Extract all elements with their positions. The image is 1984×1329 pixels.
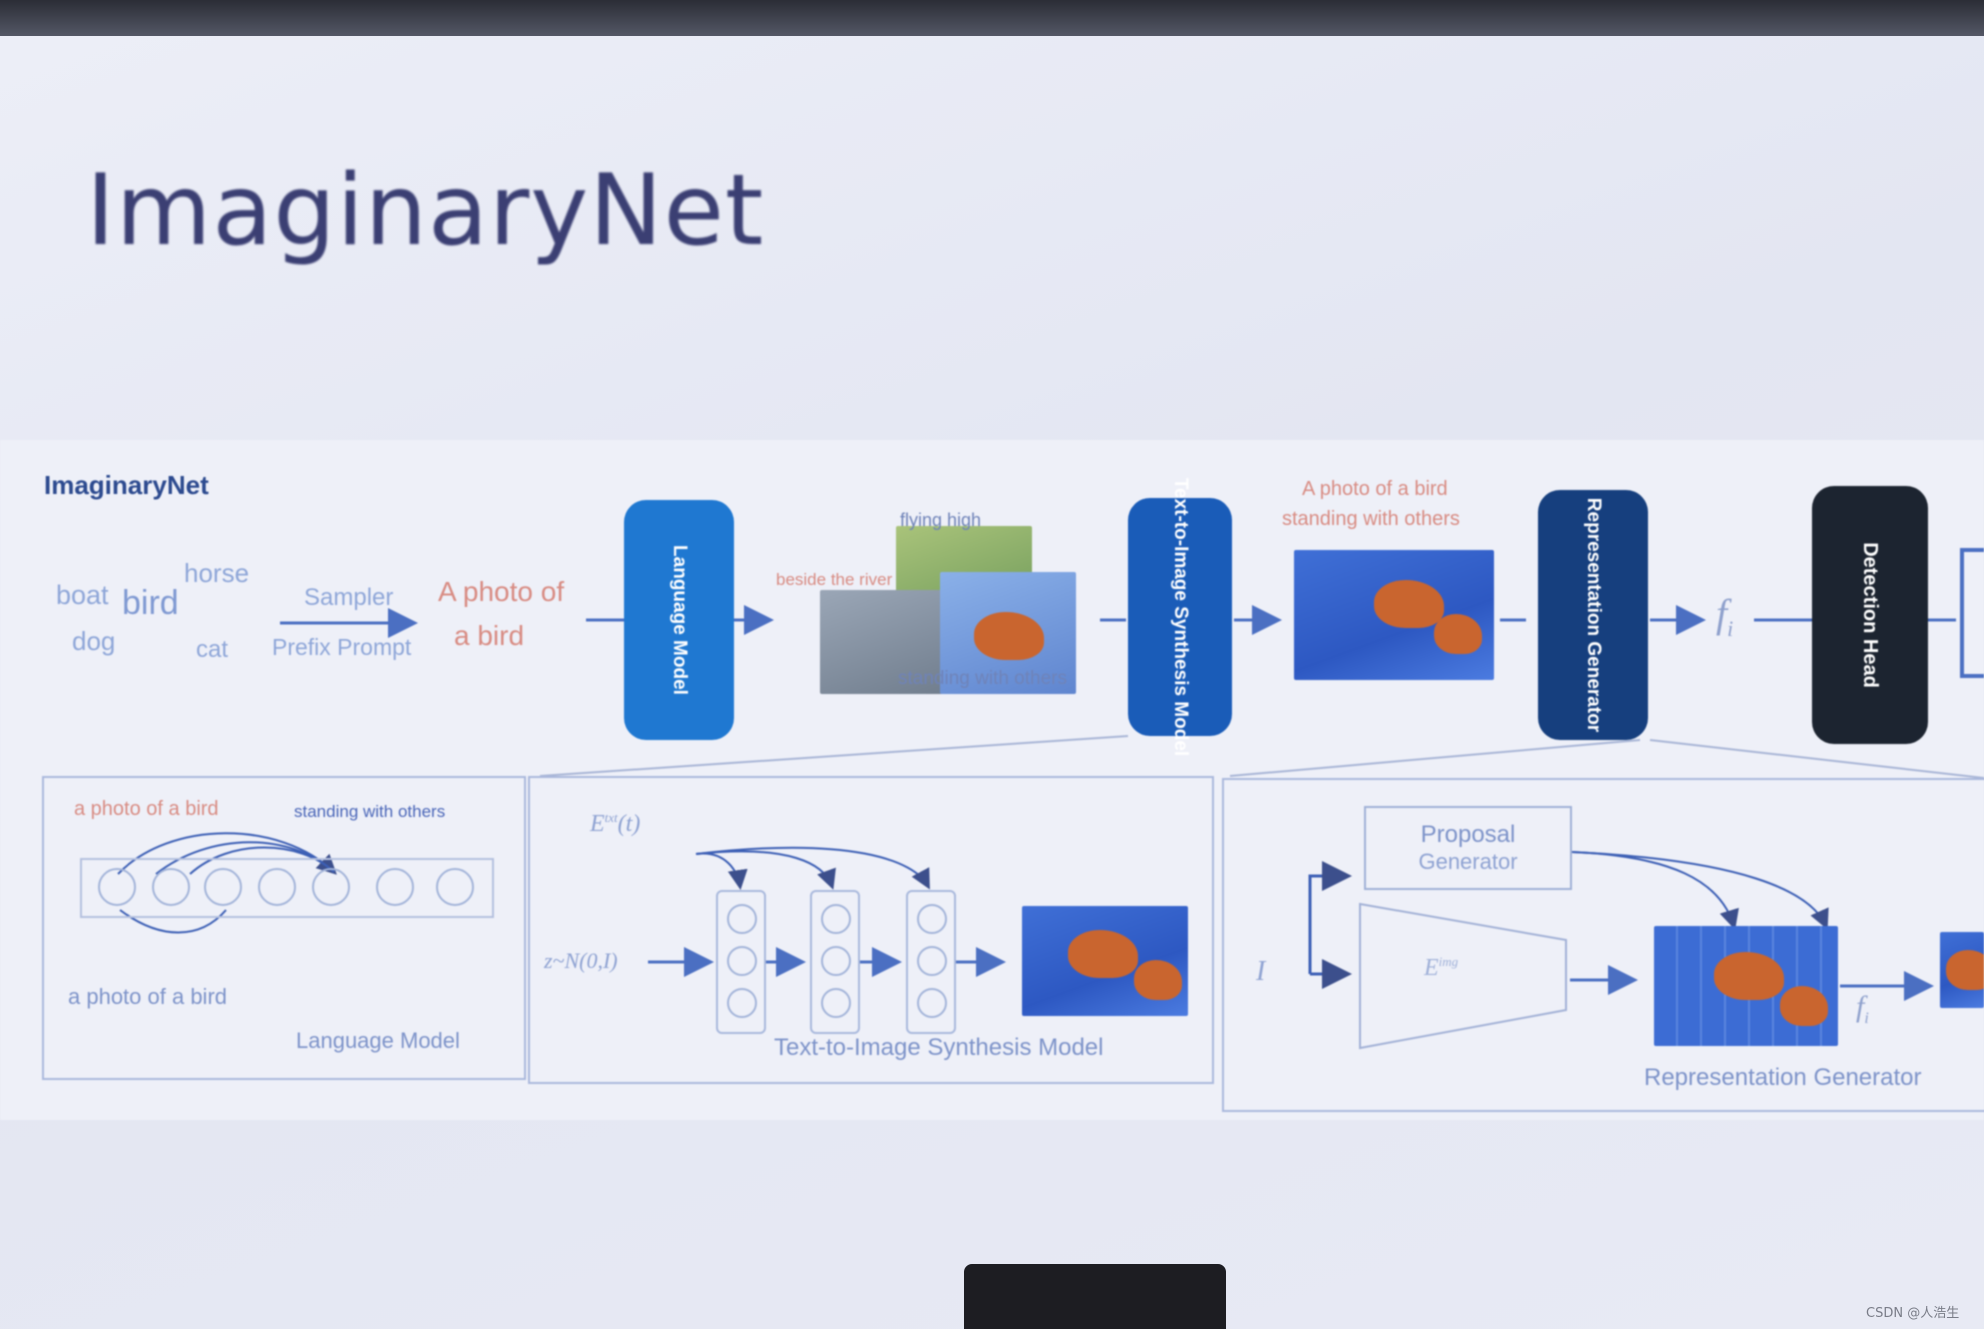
- generator-layer: [810, 890, 860, 1034]
- rep-caption: Representation Generator: [1644, 1064, 1922, 1091]
- figure-label: ImaginaryNet: [44, 470, 209, 500]
- bird-icon: [1068, 930, 1138, 978]
- synthesis-model-panel: Etxt(t) z~N(0,I) Text-to-Image Synthesis…: [528, 776, 1214, 1084]
- lm-bottom-text: a photo of a bird: [68, 984, 228, 1009]
- figure-connectors: [117, 548, 1984, 1050]
- synth-encoder-label: Etxt(t): [590, 810, 641, 837]
- word-cloud-bird: bird: [122, 584, 179, 622]
- word-cloud-dog: dog: [72, 626, 116, 656]
- bird-icon: [1714, 952, 1784, 1000]
- watermark: CSDN @人浩生: [1866, 1306, 1960, 1321]
- generated-bird-image: [1294, 550, 1494, 680]
- generated-caption-line2: standing with others: [1282, 508, 1460, 530]
- token-node: [152, 868, 190, 906]
- prompt-text-line2: a bird: [454, 620, 525, 651]
- projector-obstruction: [964, 1264, 1226, 1329]
- token-node: [376, 868, 414, 906]
- cropped-feature-image: [1940, 932, 1984, 1008]
- collage-image-front: [940, 572, 1076, 694]
- word-cloud-horse: horse: [184, 558, 250, 588]
- bird-icon: [974, 612, 1044, 660]
- synth-noise-label: z~N(0,I): [544, 948, 618, 973]
- language-model-box: Language Model: [624, 500, 734, 740]
- representation-generator-box: Representation Generator: [1538, 490, 1648, 740]
- collage-label-bottom: standing with others: [898, 668, 1067, 689]
- image-encoder-label: Eimg: [1424, 954, 1459, 981]
- proposal-line1: Proposal: [1420, 821, 1516, 848]
- architecture-figure: ImaginaryNet boat bird horse dog cat Sam…: [0, 440, 1984, 1120]
- token-node: [258, 868, 296, 906]
- bird-icon: [1374, 580, 1444, 628]
- proposal-grid-image: [1654, 926, 1838, 1046]
- generated-caption-line1: A photo of a bird: [1302, 478, 1448, 500]
- lm-caption: Language Model: [296, 1028, 460, 1053]
- bird-icon: [1434, 614, 1482, 654]
- language-model-panel: a photo of a bird standing with others a…: [42, 776, 526, 1080]
- collage-label-top: flying high: [900, 510, 982, 530]
- generator-layer: [716, 890, 766, 1034]
- token-sequence-box: [80, 858, 494, 918]
- lm-title-plain: a photo of a bird: [74, 798, 219, 820]
- token-node: [436, 868, 474, 906]
- screen-bezel-top: [0, 0, 1984, 42]
- proposal-line2: Generator: [1418, 849, 1518, 874]
- bird-icon: [1780, 986, 1828, 1026]
- synthesis-model-box: Text-to-Image Synthesis Model: [1128, 478, 1232, 756]
- proposal-generator-box: Proposal Generator: [1364, 806, 1572, 890]
- word-cloud-cat: cat: [196, 636, 229, 663]
- bird-icon: [1946, 950, 1984, 990]
- prefix-prompt-label: Prefix Prompt: [272, 634, 412, 660]
- synth-caption: Text-to-Image Synthesis Model: [774, 1034, 1104, 1061]
- bird-icon: [1134, 960, 1182, 1000]
- generator-layer: [906, 890, 956, 1034]
- rep-input-label: I: [1256, 956, 1266, 987]
- token-node: [98, 868, 136, 906]
- collage-label-mid: beside the river: [776, 570, 893, 589]
- token-node: [204, 868, 242, 906]
- representation-generator-panel: I Representation Generator: [1222, 778, 1984, 1112]
- sampler-label: Sampler: [304, 584, 394, 611]
- feature-label: fi: [1716, 591, 1734, 641]
- slide-title: ImaginaryNet: [86, 154, 765, 268]
- lm-title-bold: standing with others: [294, 802, 446, 821]
- token-node: [312, 868, 350, 906]
- prompt-text-line1: A photo of: [438, 576, 565, 607]
- detection-head-box: Detection Head: [1812, 486, 1928, 744]
- rep-feature-label: fi: [1856, 990, 1869, 1027]
- synthesized-bird-image: [1022, 906, 1188, 1016]
- word-cloud-boat: boat: [56, 580, 109, 610]
